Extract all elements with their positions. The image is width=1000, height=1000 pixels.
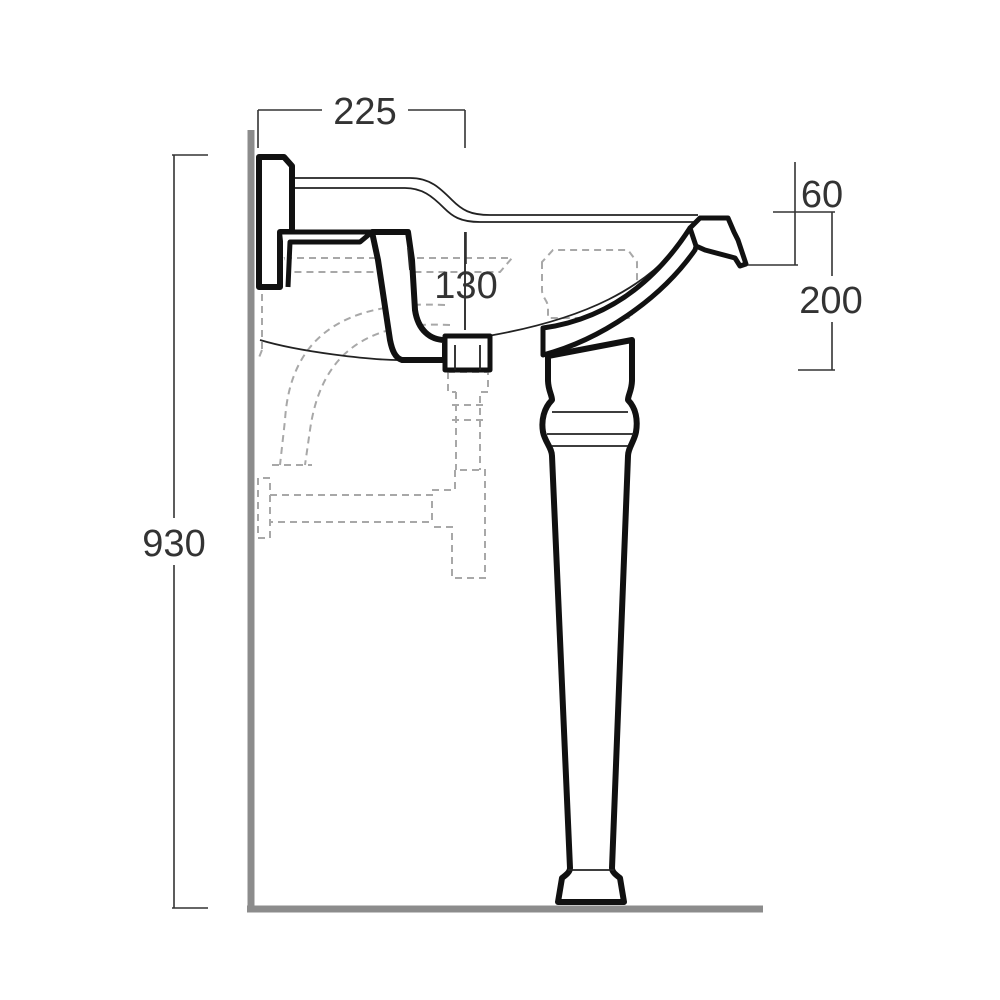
dim-label-225: 225 xyxy=(333,91,396,133)
basin-front-rim xyxy=(687,215,749,269)
basin-top-surface-inner xyxy=(292,187,698,223)
dim-label-60: 60 xyxy=(801,174,843,216)
hidden-waste-pipe-tee xyxy=(432,469,486,579)
basin-top-surface xyxy=(292,177,698,216)
hidden-trap-bend-inner xyxy=(304,323,451,466)
hidden-waste-sleeve xyxy=(452,404,484,421)
basin-waste-outlet xyxy=(442,333,493,373)
pedestal xyxy=(539,337,640,905)
hidden-waste-pipe-horizontal xyxy=(270,494,433,523)
dimension-labels: 225 930 60 200 130 xyxy=(142,91,862,565)
basin-small-tap-mark xyxy=(407,247,411,271)
dim-label-930: 930 xyxy=(142,523,205,565)
basin xyxy=(256,154,749,373)
pedestal-column xyxy=(539,337,640,905)
hidden-waste-pipe-left xyxy=(257,477,271,539)
dim-label-200: 200 xyxy=(799,280,862,322)
basin-lower-bowl-edge xyxy=(259,339,401,361)
wall-and-floor xyxy=(247,130,763,913)
dimension-lines xyxy=(172,109,835,909)
dim-label-130: 130 xyxy=(434,265,497,307)
basin-rear-shelf xyxy=(282,229,375,288)
